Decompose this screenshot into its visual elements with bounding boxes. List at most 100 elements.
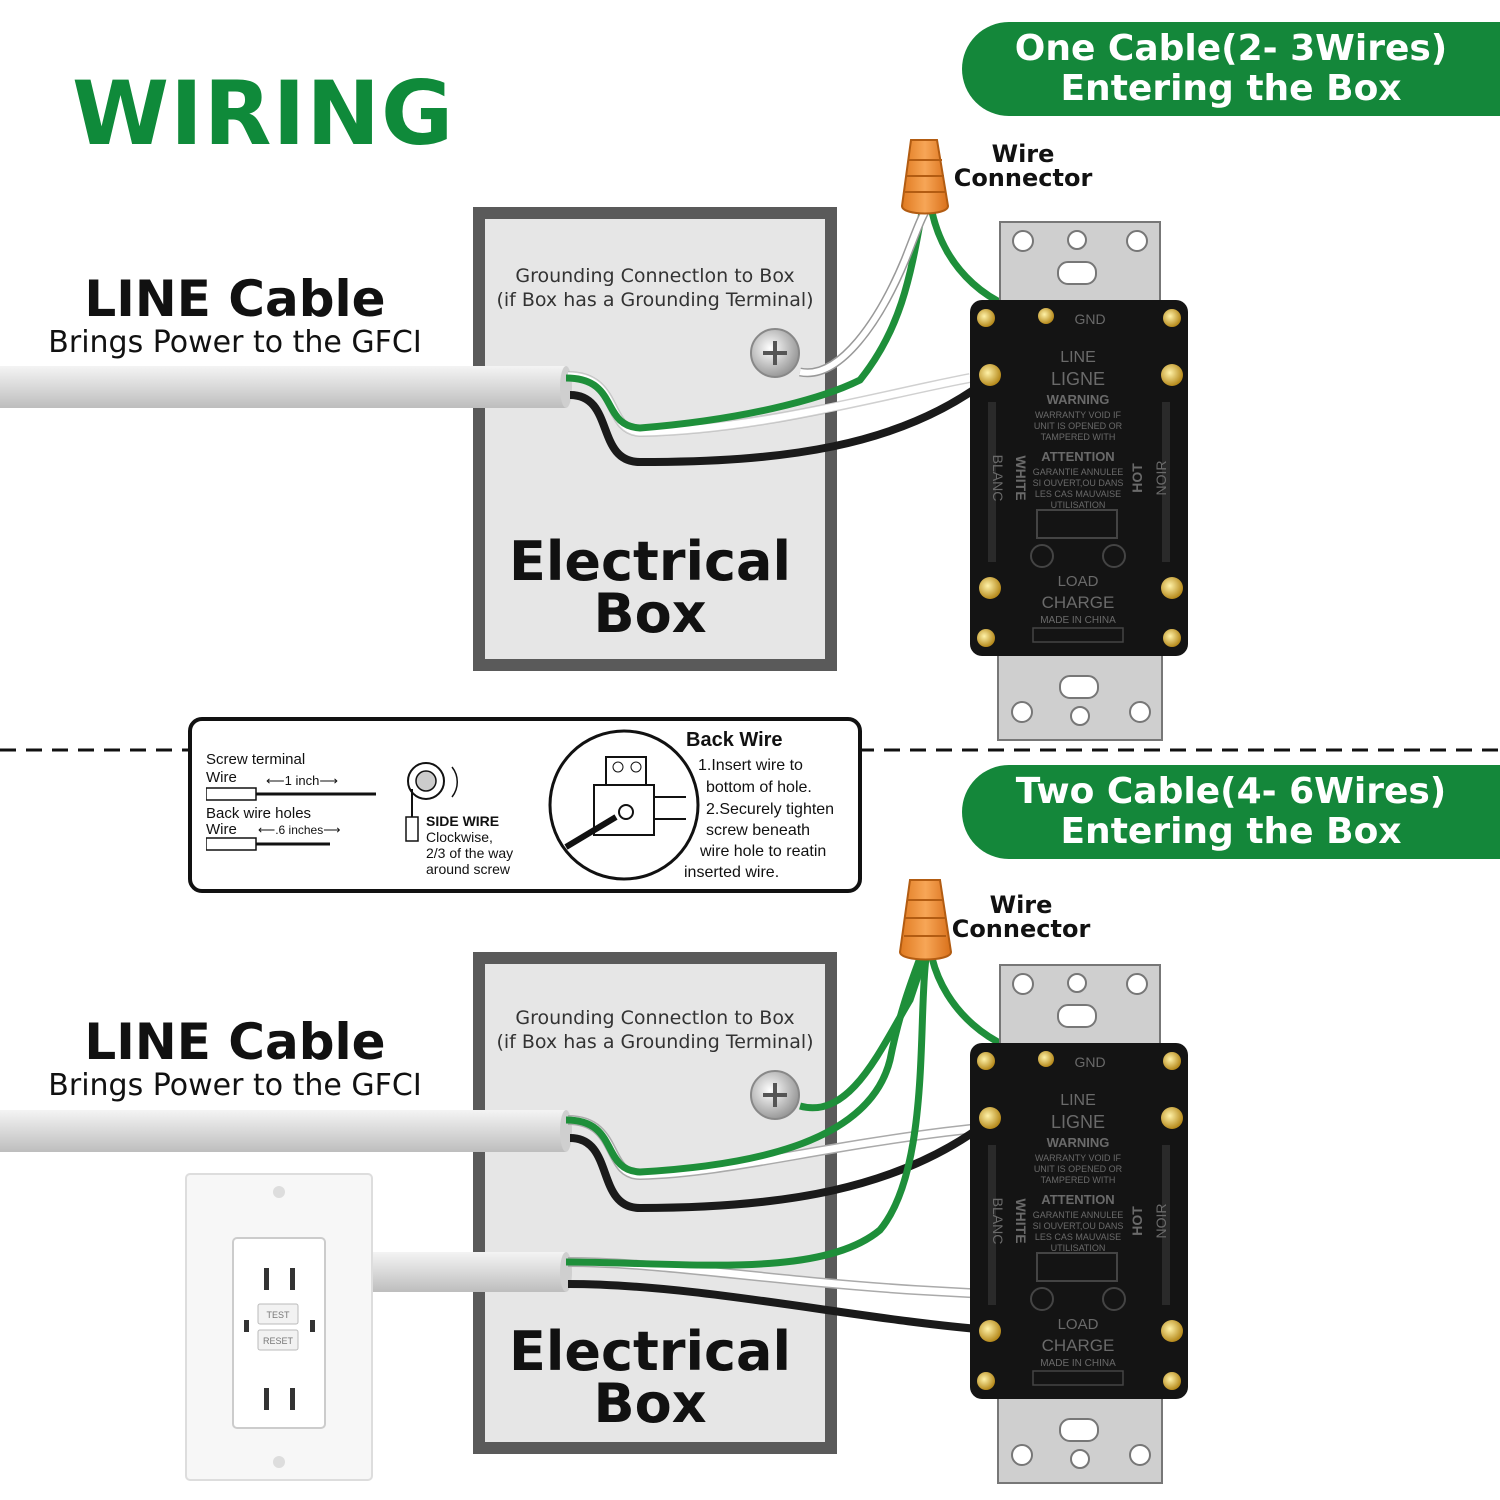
electrical-box <box>473 207 837 671</box>
hot-label: HOT <box>1129 463 1145 493</box>
back-wire-step: wire hole to reatin <box>700 843 827 860</box>
screw-terminal-label: Screw terminal <box>206 751 306 768</box>
attention-label: ATTENTION <box>1041 1192 1114 1207</box>
attention-line: UTILISATION <box>1051 1243 1106 1253</box>
attention-line: SI OUVERT,OU DANS <box>1033 478 1124 488</box>
back-wire-title: Back Wire <box>686 729 783 751</box>
line-cable <box>0 1110 566 1152</box>
noir-label: NOIR <box>1153 461 1169 496</box>
charge-label: CHARGE <box>1042 1336 1115 1355</box>
one-cable-banner: One Cable(2- 3Wires) Entering the Box <box>962 22 1500 116</box>
side-wire-line3: around screw <box>426 861 511 877</box>
side-wire-title: SIDE WIRE <box>426 813 500 829</box>
load-label: LOAD <box>1058 573 1099 590</box>
attention-line: LES CAS MAUVAISE <box>1035 1232 1121 1242</box>
back-wire-illustration <box>548 729 700 881</box>
box-line1: Electrical <box>509 1320 791 1383</box>
line-cable-subtitle: Brings Power to the GFCI <box>48 1068 422 1103</box>
test-label: TEST <box>266 1310 290 1320</box>
black-wire <box>567 1280 991 1334</box>
wire-connector <box>900 139 950 215</box>
grounding-screw <box>750 1070 800 1120</box>
made-label: MADE IN CHINA <box>1040 1358 1116 1369</box>
attention-line: UTILISATION <box>1051 500 1106 510</box>
warning-label: WARNING <box>1047 392 1110 407</box>
line-cable-label: LINE Cable Brings Power to the GFCI <box>30 1015 440 1103</box>
wire-label: Wire <box>206 769 237 786</box>
box-line2: Box <box>593 582 707 645</box>
line-cable-title: LINE Cable <box>84 270 386 328</box>
blanc-label: BLANC <box>990 455 1006 502</box>
gnd-label: GND <box>1074 311 1105 327</box>
side-wire-line1: Clockwise, <box>426 829 493 845</box>
green-wire <box>565 211 926 432</box>
ligne-label: LIGNE <box>1051 369 1105 389</box>
electrical-box-label: Electrical Box <box>490 530 810 645</box>
gnd-label: GND <box>1074 1054 1105 1070</box>
wiring-instructions-panel: Screw terminal Wire ⟵1 inch⟶ Back wire h… <box>188 717 862 893</box>
attention-label: ATTENTION <box>1041 449 1114 464</box>
one-inch-label: ⟵1 inch⟶ <box>266 773 338 788</box>
wall-outlet: TEST RESET <box>185 1173 373 1481</box>
warning-line: TAMPERED WITH <box>1041 1175 1116 1185</box>
white-label: WHITE <box>1013 455 1029 500</box>
two-cable-banner: Two Cable(4- 6Wires) Entering the Box <box>962 765 1500 859</box>
line-cable-label: LINE Cable Brings Power to the GFCI <box>30 272 440 360</box>
back-wire-step: 2.Securely tighten <box>706 801 835 818</box>
noir-label: NOIR <box>1153 1204 1169 1239</box>
charge-label: CHARGE <box>1042 593 1115 612</box>
side-wire-icon <box>405 762 459 842</box>
warning-line: WARRANTY VOID IF <box>1035 1153 1122 1163</box>
attention-line: SI OUVERT,OU DANS <box>1033 1221 1124 1231</box>
made-label: MADE IN CHINA <box>1040 615 1116 626</box>
side-wire-line2: 2/3 of the way <box>426 845 514 861</box>
grounding-note: Grounding Connectlon to Box (if Box has … <box>490 1006 820 1054</box>
black-wire <box>569 1116 993 1213</box>
line-label: LINE <box>1060 349 1096 366</box>
reset-label: RESET <box>263 1336 294 1346</box>
line-cable-subtitle: Brings Power to the GFCI <box>48 325 422 360</box>
back-wire-step: bottom of hole. <box>706 779 812 796</box>
attention-line: GARANTIE ANNULEE <box>1033 467 1124 477</box>
line-cable <box>0 366 566 408</box>
page-title: WIRING <box>72 62 455 165</box>
screw-wire-icon <box>206 787 376 801</box>
grounding-line1: Grounding Connectlon to Box <box>515 265 795 287</box>
wire-connector-label: Wire Connector <box>952 142 1094 190</box>
back-wire-step: screw beneath <box>706 822 811 839</box>
electrical-box-label: Electrical Box <box>490 1320 810 1435</box>
hot-label: HOT <box>1129 1206 1145 1236</box>
attention-line: LES CAS MAUVAISE <box>1035 489 1121 499</box>
connector-line2: Connector <box>951 915 1091 943</box>
grounding-line2: (if Box has a Grounding Terminal) <box>496 1031 814 1053</box>
connector-line1: Wire <box>991 140 1055 168</box>
connector-line2: Connector <box>953 164 1093 192</box>
warning-line: TAMPERED WITH <box>1041 432 1116 442</box>
box-line1: Electrical <box>509 530 791 593</box>
load-label: LOAD <box>1058 1316 1099 1333</box>
line-cable-title: LINE Cable <box>84 1013 386 1071</box>
six-inches-label: ⟵.6 inches⟶ <box>258 823 341 837</box>
warning-line: UNIT IS OPENED OR <box>1034 421 1123 431</box>
ligne-label: LIGNE <box>1051 1112 1105 1132</box>
attention-line: GARANTIE ANNULEE <box>1033 1210 1124 1220</box>
grounding-screw <box>750 328 800 378</box>
warning-line: UNIT IS OPENED OR <box>1034 1164 1123 1174</box>
wire-connector-label: Wire Connector <box>950 893 1092 941</box>
blanc-label: BLANC <box>990 1198 1006 1245</box>
back-wire-step: inserted wire. <box>684 864 780 881</box>
load-cable <box>372 1252 566 1292</box>
banner-line1: Two Cable(4- 6Wires) <box>1015 771 1447 812</box>
line-label: LINE <box>1060 1092 1096 1109</box>
grounding-line1: Grounding Connectlon to Box <box>515 1007 795 1029</box>
connector-line1: Wire <box>989 891 1053 919</box>
banner-line1: One Cable(2- 3Wires) <box>1014 28 1448 69</box>
white-label: WHITE <box>1013 1198 1029 1243</box>
back-wire-step: 1.Insert wire to <box>698 757 803 774</box>
box-line2: Box <box>593 1372 707 1435</box>
back-wire-icon <box>206 837 330 851</box>
wire-connector <box>898 879 953 961</box>
grounding-line2: (if Box has a Grounding Terminal) <box>496 289 814 311</box>
